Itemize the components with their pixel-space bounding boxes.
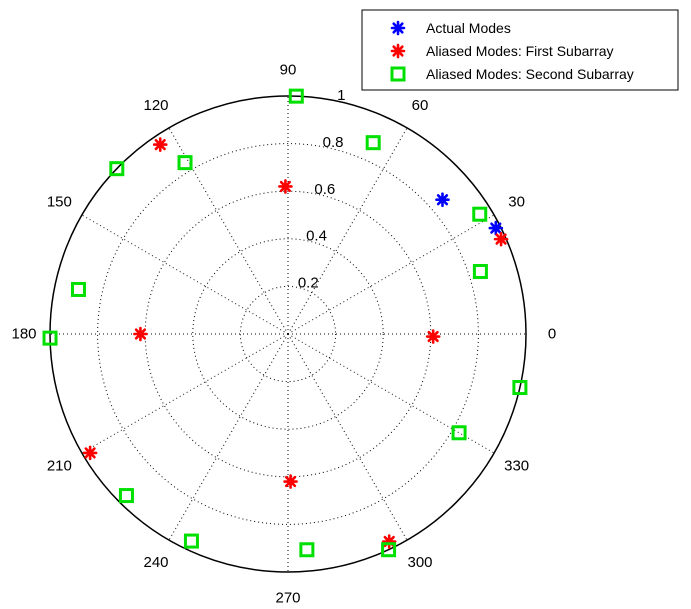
data-point-square bbox=[70, 281, 86, 297]
data-point-square bbox=[288, 88, 304, 104]
radial-tick-label: 1 bbox=[337, 87, 345, 104]
data-point-square bbox=[177, 155, 193, 171]
radial-grid-circle bbox=[97, 143, 479, 525]
legend-label: Aliased Modes: First Subarray bbox=[426, 43, 614, 59]
angle-grid-spoke bbox=[168, 333, 289, 541]
angle-grid-spoke bbox=[287, 333, 495, 454]
angle-tick-label: 240 bbox=[143, 554, 168, 571]
data-point-square bbox=[42, 330, 58, 346]
angle-grid-spoke bbox=[81, 333, 289, 454]
grid-layer: 0 30 60 90 120 150 180 210 240 270 300 330 0.2 0.4 0.6… bbox=[11, 62, 556, 607]
series-1 bbox=[435, 192, 504, 236]
data-point-square bbox=[118, 488, 134, 504]
angle-tick-label: 210 bbox=[47, 458, 72, 475]
angle-tick-label: 330 bbox=[504, 458, 529, 475]
angle-tick-label: 30 bbox=[508, 194, 525, 211]
angle-tick-label: 180 bbox=[11, 326, 36, 343]
angle-tick-label: 150 bbox=[47, 194, 72, 211]
angle-tick-label: 120 bbox=[143, 97, 168, 114]
radial-tick-label: 0.8 bbox=[323, 134, 344, 151]
legend-label: Aliased Modes: Second Subarray bbox=[426, 66, 634, 82]
data-point-asterisk bbox=[133, 326, 148, 342]
angle-tick-label: 60 bbox=[412, 97, 429, 114]
data-point-square bbox=[365, 135, 381, 151]
marks-layer bbox=[42, 88, 528, 558]
data-point-square bbox=[451, 425, 467, 441]
radial-tick-label: 0.2 bbox=[298, 275, 319, 292]
data-point-square bbox=[381, 542, 397, 558]
data-point-square bbox=[109, 161, 125, 177]
data-point-square bbox=[512, 380, 528, 396]
series-2 bbox=[82, 137, 509, 549]
angle-grid-spoke bbox=[168, 127, 289, 335]
angle-tick-label: 270 bbox=[275, 590, 300, 607]
legend-marker-asterisk bbox=[390, 43, 406, 59]
data-point-asterisk bbox=[435, 192, 450, 208]
data-point-asterisk bbox=[488, 220, 504, 236]
data-point-square bbox=[472, 206, 488, 222]
radial-tick-label: 0.6 bbox=[314, 181, 335, 198]
data-point-asterisk bbox=[425, 329, 441, 344]
legend-box bbox=[361, 9, 679, 91]
legend-label: Actual Modes bbox=[426, 20, 511, 36]
radial-grid-circle bbox=[192, 238, 384, 430]
angle-tick-label: 300 bbox=[407, 554, 432, 571]
data-point-asterisk bbox=[152, 137, 168, 152]
data-point-asterisk bbox=[82, 445, 98, 461]
data-point-asterisk bbox=[283, 474, 298, 489]
angle-grid-spoke bbox=[81, 214, 289, 335]
data-point-square bbox=[472, 263, 488, 279]
angle-tick-label: 0 bbox=[548, 326, 556, 343]
data-point-asterisk bbox=[278, 179, 293, 194]
data-point-asterisk bbox=[493, 231, 509, 247]
series-3 bbox=[42, 88, 528, 558]
radial-grid-circle bbox=[239, 285, 337, 383]
outer-circle bbox=[49, 95, 527, 573]
radial-tick-label: 0.4 bbox=[306, 228, 327, 245]
data-point-square bbox=[183, 533, 199, 549]
legend-marker-asterisk bbox=[390, 20, 406, 36]
angle-grid-spoke bbox=[287, 333, 408, 541]
angle-tick-label: 90 bbox=[280, 62, 297, 79]
data-point-square bbox=[299, 542, 315, 558]
legend-marker-square bbox=[390, 66, 406, 82]
